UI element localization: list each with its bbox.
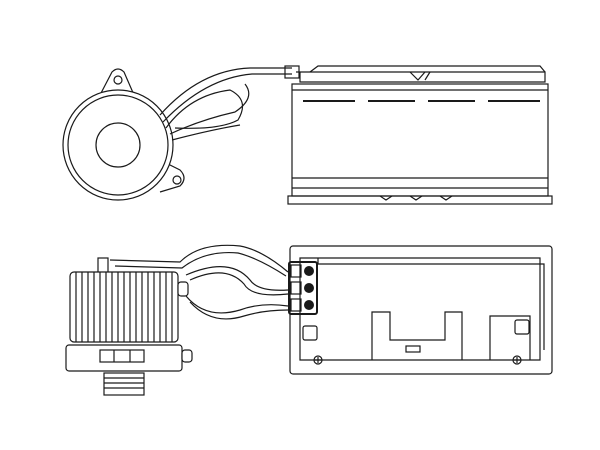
round-component-top	[62, 68, 185, 201]
finned-cylinder-component	[65, 257, 193, 396]
terminal-block	[288, 261, 318, 315]
wire-harness-bottom	[109, 244, 289, 320]
battery-box-top	[284, 65, 553, 205]
bracket-box-bottom	[289, 245, 553, 375]
wire-harness-top	[159, 67, 292, 141]
cooling-fins	[75, 272, 173, 342]
